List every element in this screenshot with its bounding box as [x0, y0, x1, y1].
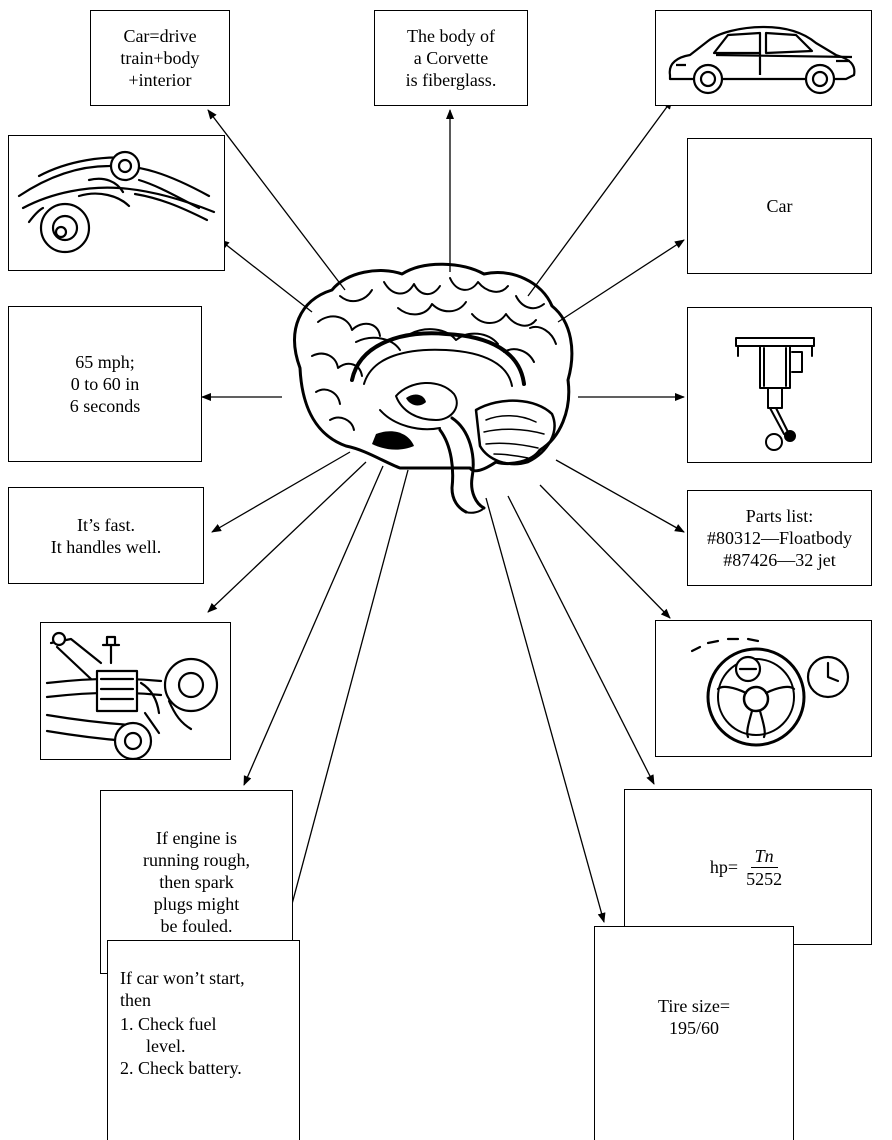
arrow-to-fast — [211, 451, 351, 533]
parts-list-box: Parts list: #80312—Floatbody #87426—32 j… — [687, 490, 872, 586]
arrow-to-start-rule — [282, 469, 409, 935]
parts-list-item-1: #80312—Floatbody — [706, 528, 852, 548]
car-label-text: Car — [766, 196, 793, 216]
hp-fraction: Tn 5252 — [742, 845, 786, 890]
arrow-to-engine — [207, 461, 367, 613]
corvette-line-3: is fiberglass. — [405, 70, 497, 90]
car-side-icon — [668, 25, 856, 95]
hp-denominator: 5252 — [746, 868, 783, 889]
arrow-to-chassis — [219, 239, 313, 313]
arrow-to-engine-rule — [243, 465, 384, 786]
arrow-to-tire — [485, 497, 606, 923]
engine-drawing-box — [40, 622, 231, 760]
dashboard-drawing-box — [655, 620, 872, 757]
engine-rule-line-5: be fouled. — [160, 916, 233, 936]
fast-line-2: It handles well. — [50, 536, 162, 557]
start-rule-step-2: 2. Check battery. — [120, 1058, 242, 1078]
speed-box: 65 mph; 0 to 60 in 6 seconds — [8, 306, 202, 462]
fast-line-1: It’s fast. — [77, 514, 135, 535]
speed-line-1: 65 mph; — [75, 352, 135, 372]
car-equation-box: Car=drive train+body +interior — [90, 10, 230, 106]
car-drawing-box — [655, 10, 872, 106]
tire-line-2: 195/60 — [668, 1018, 719, 1038]
corvette-box: The body of a Corvette is fiberglass. — [374, 10, 528, 106]
arrow-to-parts — [555, 459, 685, 533]
arrow-to-hp — [507, 495, 655, 785]
tire-line-1: Tire size= — [658, 996, 730, 1016]
parts-list-item-2: #87426—32 jet — [723, 550, 836, 570]
start-rule-step-1: 1. Check fuel — [120, 1014, 217, 1034]
engine-rule-line-3: then spark — [159, 872, 234, 892]
car-equation-line-2: train+body — [120, 48, 200, 68]
steering-wheel-icon — [690, 637, 850, 747]
hp-formula-box: hp= Tn 5252 — [624, 789, 872, 945]
engine-icon — [45, 631, 219, 759]
start-rule-box: If car won’t start, then 1. Check fuel l… — [107, 940, 300, 1140]
start-rule-line-2: then — [120, 990, 151, 1010]
hp-label: hp= — [709, 856, 739, 877]
corvette-line-1: The body of — [407, 26, 495, 46]
engine-rule-line-1: If engine is — [156, 828, 237, 848]
hp-numerator: Tn — [750, 845, 778, 868]
arrow-to-car-drawing — [527, 99, 673, 297]
parts-list-title: Parts list: — [745, 506, 814, 526]
arrow-to-car-equation — [207, 109, 346, 291]
chassis-icon — [17, 150, 216, 254]
speed-line-3: 6 seconds — [69, 396, 141, 416]
car-equation-line-3: +interior — [128, 70, 192, 90]
fast-box: It’s fast. It handles well. — [8, 487, 204, 584]
arrow-to-car-label — [557, 239, 685, 323]
arrow-to-dashboard — [539, 484, 671, 619]
speed-line-2: 0 to 60 in — [70, 374, 140, 394]
carburetor-drawing-box — [687, 307, 872, 463]
tire-box: Tire size= 195/60 — [594, 926, 794, 1140]
chassis-drawing-box — [8, 135, 225, 271]
start-rule-step-1-cont: level. — [146, 1036, 186, 1056]
engine-rule-line-4: plugs might — [153, 894, 240, 914]
car-equation-line-1: Car=drive — [123, 26, 197, 46]
car-label-box: Car — [687, 138, 872, 274]
carburetor-icon — [735, 337, 815, 451]
start-rule-line-1: If car won’t start, — [120, 968, 245, 988]
engine-rule-line-2: running rough, — [143, 850, 250, 870]
corvette-line-2: a Corvette — [413, 48, 489, 68]
